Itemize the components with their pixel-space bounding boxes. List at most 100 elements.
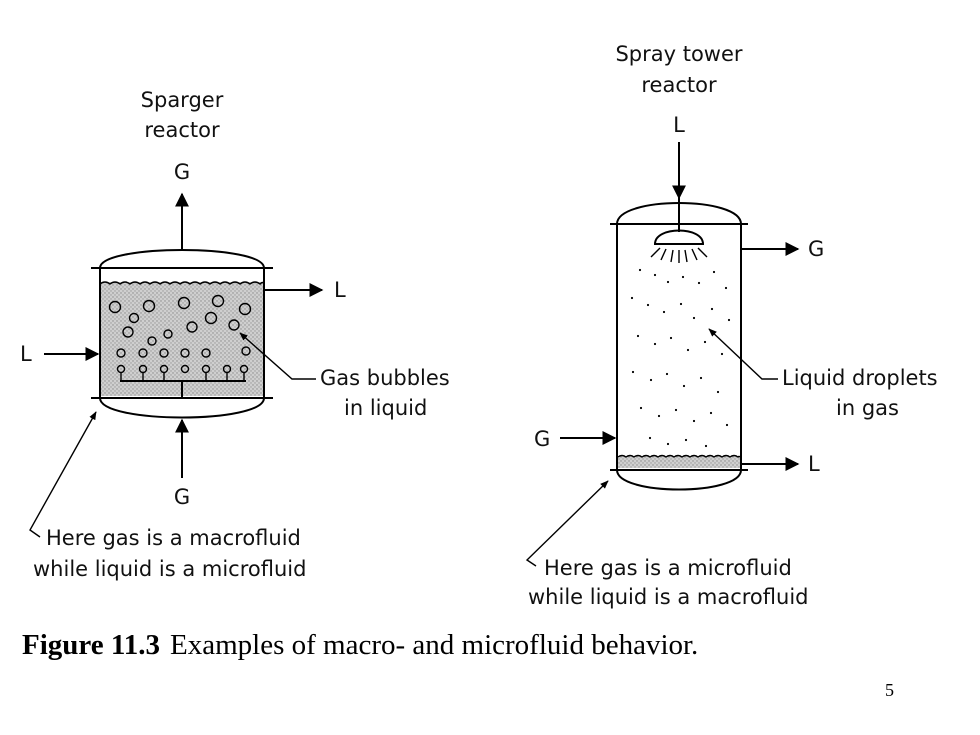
- spray-jet: [670, 249, 674, 263]
- figure-caption: Figure 11.3 Examples of macro- and microf…: [22, 629, 698, 661]
- spray-liquid-pool: [618, 456, 740, 468]
- droplet: [653, 342, 657, 346]
- liquid-droplets: [630, 268, 731, 448]
- bubble: [122, 326, 134, 338]
- droplet: [704, 444, 708, 448]
- spray-gas-out-label: G: [808, 237, 824, 261]
- droplet: [636, 334, 640, 338]
- sparger-note-line2: while liquid is a microfluid: [33, 557, 306, 581]
- bubble: [228, 319, 240, 331]
- droplet: [638, 268, 642, 272]
- sparger-liquid-in-label: L: [20, 342, 32, 366]
- sparger-title-line2: reactor: [144, 118, 220, 142]
- bubble: [186, 321, 198, 333]
- spray-jet: [684, 249, 688, 263]
- sparger-pipe: [120, 373, 246, 398]
- bubble: [177, 296, 191, 310]
- bubble: [116, 364, 126, 374]
- figure-caption-text: Examples of macro- and microfluid behavi…: [170, 629, 698, 661]
- sparger-note-line1: Here gas is a macrofluid: [46, 526, 301, 550]
- spray-top-head: [616, 202, 742, 225]
- droplet: [639, 406, 643, 410]
- gas-bubbles-callout-line2: in liquid: [344, 396, 427, 420]
- spray-jets: [650, 247, 708, 263]
- droplet: [631, 370, 635, 374]
- bubble: [239, 364, 249, 374]
- droplets-callout-leader: [708, 328, 778, 380]
- spray-liquid-in-label: L: [673, 113, 685, 137]
- spray-jet: [697, 247, 708, 258]
- droplet: [710, 307, 714, 311]
- bubble: [138, 348, 148, 358]
- droplet: [630, 296, 634, 300]
- droplet: [686, 348, 690, 352]
- sparger-top-head: [99, 249, 265, 269]
- droplet: [703, 340, 707, 344]
- droplet: [649, 378, 653, 382]
- droplet: [725, 423, 729, 427]
- droplet: [720, 352, 724, 356]
- bubble: [222, 364, 232, 374]
- sparger-note-leader: [29, 411, 97, 538]
- spray-tower-reactor: Spray tower reactor L: [525, 42, 938, 609]
- figure-label: Figure 11.3: [22, 629, 160, 661]
- sparger-gas-out-label: G: [174, 160, 190, 184]
- gas-bubbles: [108, 294, 252, 374]
- droplet: [666, 280, 670, 284]
- droplet: [657, 414, 661, 418]
- spray-nozzle: [653, 229, 705, 245]
- bubble: [138, 364, 148, 374]
- page-number: 5: [885, 680, 894, 700]
- spray-title-line2: reactor: [641, 73, 717, 97]
- bubble: [116, 348, 126, 358]
- sparger-gas-in-label: G: [174, 485, 190, 509]
- droplet: [712, 270, 716, 274]
- droplets-callout-line2: in gas: [836, 396, 899, 420]
- sparger-liquid-out-label: L: [334, 278, 346, 302]
- droplet: [692, 316, 696, 320]
- bubble: [180, 364, 190, 374]
- gas-bubbles-callout-leader: [239, 332, 316, 380]
- droplet: [662, 310, 666, 314]
- sparger-bottom-head: [99, 397, 265, 419]
- spray-pool-surface: [617, 454, 741, 458]
- bubble: [201, 348, 211, 358]
- bubble: [159, 364, 169, 374]
- droplet: [709, 411, 713, 415]
- droplet: [679, 302, 683, 306]
- sparger-reactor: Sparger reactor G: [20, 88, 450, 581]
- droplet: [699, 376, 703, 380]
- droplet: [692, 419, 696, 423]
- spray-title-line1: Spray tower: [615, 42, 742, 66]
- spray-note-line1: Here gas is a microfluid: [544, 556, 792, 580]
- droplet: [653, 273, 657, 277]
- bubble: [108, 300, 122, 314]
- bubble: [201, 364, 211, 374]
- sparger-liquid-surface: [99, 281, 265, 285]
- droplet: [682, 384, 686, 388]
- droplet: [697, 281, 701, 285]
- bubble: [163, 329, 173, 339]
- bubble: [211, 294, 225, 308]
- bubble: [204, 311, 218, 325]
- bubble: [180, 348, 190, 358]
- bubble: [159, 348, 169, 358]
- spray-jet: [660, 248, 667, 261]
- sparger-title-line1: Sparger: [141, 88, 224, 112]
- bubble: [128, 312, 140, 324]
- droplet: [724, 286, 728, 290]
- spray-jet: [691, 248, 698, 261]
- bubble: [142, 299, 156, 313]
- spray-bottom-head: [616, 469, 742, 491]
- droplet: [727, 318, 731, 322]
- spray-note-leader: [525, 480, 609, 567]
- sparger-liquid: [100, 282, 264, 396]
- bubble: [238, 302, 252, 316]
- bubble: [147, 336, 157, 346]
- gas-bubbles-callout-line1: Gas bubbles: [320, 366, 450, 390]
- spray-jet: [650, 247, 661, 258]
- droplet: [666, 442, 670, 446]
- droplet: [684, 438, 688, 442]
- spray-liquid-out-label: L: [808, 452, 820, 476]
